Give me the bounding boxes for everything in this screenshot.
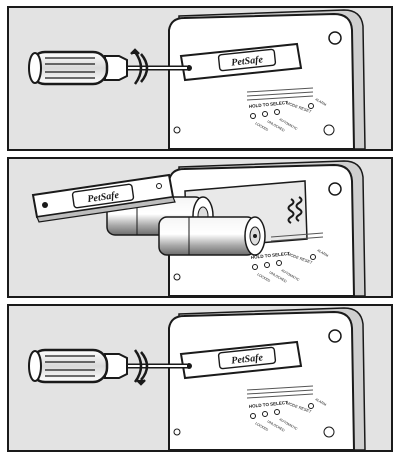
screw-hole: [328, 329, 342, 343]
petsafe-logo: [217, 346, 277, 370]
led-alarm: [310, 254, 316, 260]
battery-cover: PetSafe: [179, 340, 303, 380]
screw-hole: [173, 428, 181, 436]
petsafe-logo: [71, 183, 135, 209]
door-housing: [168, 310, 356, 450]
screw-hole: [323, 124, 335, 136]
screw-hole: [173, 273, 181, 281]
led-unlocked: [264, 262, 270, 268]
screwdriver-icon: [28, 50, 187, 86]
option-locked: LOCKED: [257, 272, 272, 283]
led-locked: [252, 264, 258, 270]
step-1-illustration: PetSafe HOLD TO SELECT MODE RESET LOCKED…: [28, 9, 366, 149]
petsafe-logo-text: PetSafe: [231, 54, 264, 68]
option-alarm: ALARM: [315, 97, 328, 107]
battery-spring: [295, 196, 303, 222]
hold-to-select-label: HOLD TO SELECT: [251, 251, 291, 260]
cover-screw: [42, 202, 48, 208]
warning-text-lines: [270, 232, 324, 242]
battery-cover: PetSafe: [31, 173, 176, 223]
rotate-arrow-icon: [130, 48, 149, 85]
petsafe-logo-text: PetSafe: [231, 352, 264, 366]
option-locked: LOCKED: [255, 121, 270, 132]
warning-text-lines: [246, 385, 314, 399]
battery-icon: [158, 216, 266, 256]
led-automatic: [276, 260, 282, 266]
rotate-arrow-icon: [133, 349, 149, 386]
screw-hole: [323, 426, 335, 438]
battery-cover: PetSafe: [179, 42, 303, 82]
door-housing: [168, 12, 356, 149]
step-2-illustration: HOLD TO SELECT MODE RESET LOCKED UNLOCKE…: [31, 160, 366, 296]
step-3-panel: PetSafe HOLD TO SELECT MODE RESET LOCKED…: [7, 304, 393, 452]
option-locked: LOCKED: [255, 421, 270, 432]
step-1-panel: PetSafe HOLD TO SELECT MODE RESET LOCKED…: [7, 6, 393, 151]
led-locked: [250, 413, 256, 419]
step-3-illustration: PetSafe HOLD TO SELECT MODE RESET LOCKED…: [28, 307, 366, 450]
led-automatic: [274, 109, 280, 115]
screwdriver-icon: [28, 348, 187, 384]
option-alarm: ALARM: [317, 248, 330, 258]
led-unlocked: [262, 411, 268, 417]
cover-screw: [186, 363, 192, 369]
led-alarm: [308, 403, 314, 409]
hold-to-select-label: HOLD TO SELECT: [249, 400, 289, 409]
petsafe-logo: [217, 48, 277, 72]
led-automatic: [274, 409, 280, 415]
battery-spring: [287, 198, 295, 224]
led-alarm: [308, 103, 314, 109]
warning-text-lines: [246, 87, 314, 101]
cover-screw: [186, 65, 192, 71]
led-unlocked: [262, 111, 268, 117]
led-locked: [250, 113, 256, 119]
screw-hole: [328, 31, 342, 45]
option-alarm: ALARM: [315, 397, 328, 407]
step-2-panel: HOLD TO SELECT MODE RESET LOCKED UNLOCKE…: [7, 157, 393, 298]
petsafe-logo-text: PetSafe: [87, 190, 120, 205]
hold-to-select-label: HOLD TO SELECT: [249, 100, 289, 109]
screw-hole: [328, 182, 342, 196]
screw-hole: [173, 126, 181, 134]
